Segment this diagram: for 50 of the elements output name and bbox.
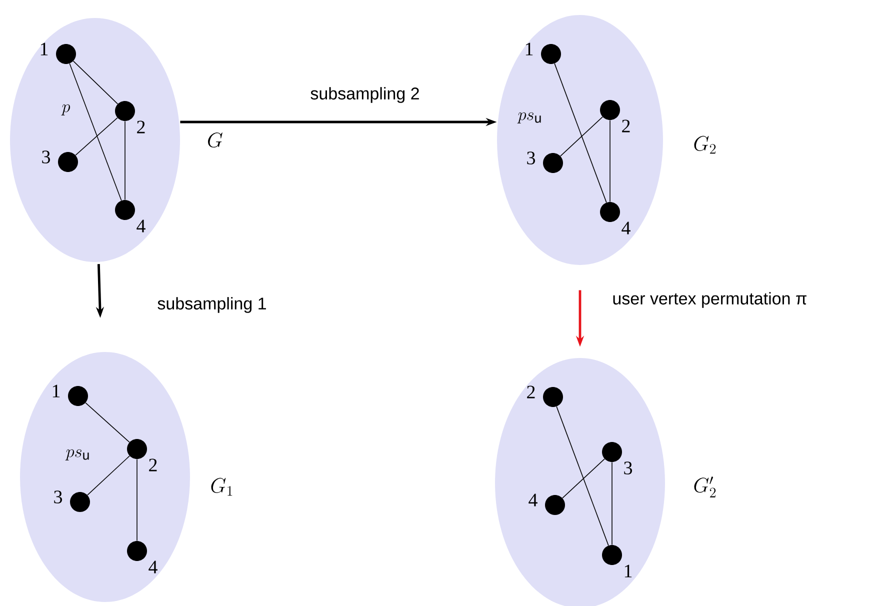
vertex-number: 2 [527, 386, 535, 398]
vertex-number: 2 [622, 120, 630, 132]
vertex-number: 4 [136, 220, 146, 232]
graph-label: $G$ [208, 132, 222, 148]
vertex-dot [543, 387, 563, 407]
vertex-dot [70, 492, 90, 512]
edge-label: user vertex permutation π [613, 292, 806, 308]
vertex-number: 1 [624, 564, 632, 578]
vertex-dot [115, 101, 135, 121]
graph-edge [75, 117, 118, 156]
vertex-number: 3 [624, 462, 632, 474]
vertex-number: 3 [54, 490, 62, 504]
vertex-dot [545, 495, 565, 515]
vertex-dot [600, 202, 620, 222]
vertex-dot [541, 44, 561, 64]
edge-label: subsampling 2 [310, 87, 419, 103]
graph-label: $G'_2$ [694, 476, 716, 498]
vertex-dot [543, 153, 563, 173]
graph-label: $G_2$ [694, 136, 716, 154]
graph-edge [554, 63, 607, 203]
edge-label: subsampling 1 [158, 297, 266, 313]
vertex-dot [115, 200, 135, 220]
graph-edge [72, 60, 118, 104]
graph-label: $G_1$ [211, 478, 232, 496]
graph-edge [124, 120, 126, 200]
vertex-dot [127, 439, 147, 459]
vertex-number: 4 [528, 494, 538, 506]
vertex-number: 4 [622, 222, 630, 234]
vertex-number: 2 [149, 458, 157, 472]
vertex-dot [127, 541, 147, 561]
vertex-number: 1 [526, 42, 533, 56]
vertex-dot [58, 152, 78, 172]
graph-edge [87, 456, 130, 496]
graph-edge [136, 458, 138, 542]
vertex-dot [602, 545, 622, 565]
vertex-number: 2 [137, 120, 145, 134]
graph-edge [562, 458, 605, 498]
vertex-number: 1 [40, 42, 48, 56]
vertex-dot [600, 100, 620, 120]
vertex-dot [56, 44, 76, 64]
graph-edge [69, 63, 122, 201]
graph-edge [556, 406, 609, 546]
vertex-dot [602, 442, 622, 462]
vertex-number: 4 [148, 560, 158, 574]
vertex-number: 3 [527, 152, 535, 164]
vertex-number: 1 [52, 384, 60, 398]
vertex-dot [68, 386, 88, 406]
graph-edge [560, 116, 603, 156]
vertex-number: 3 [42, 150, 50, 164]
graph-edge [85, 402, 130, 443]
